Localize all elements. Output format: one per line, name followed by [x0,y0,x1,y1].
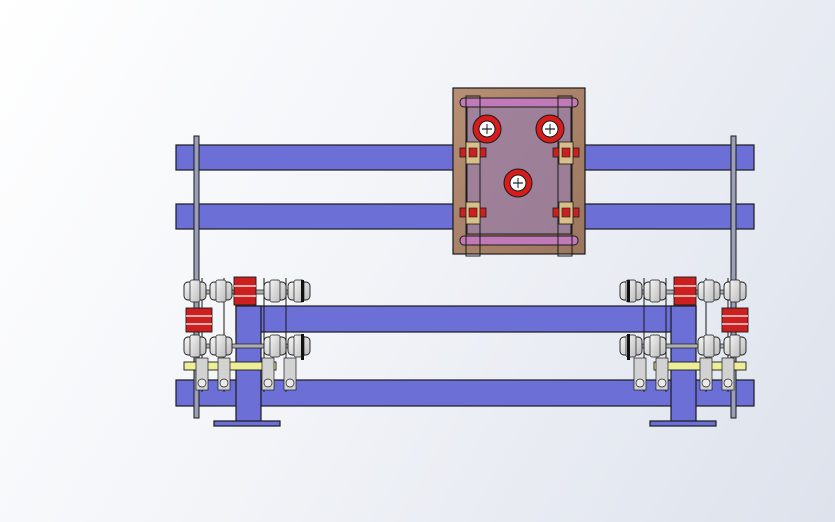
end-plates [193,135,737,419]
wheel [472,114,502,144]
guide-rod [557,95,573,257]
hex-bolt [263,334,287,358]
hex-bolt [183,279,207,303]
wheel [535,114,565,144]
hex-bolt [183,334,207,358]
clamp-bar [627,280,630,302]
roller-assembly-right[interactable] [619,276,749,392]
carriage-clamp-nuts [459,141,580,225]
guide-rod [465,95,481,257]
hex-bolt [723,334,747,358]
clamp-nut [459,201,487,225]
hex-bolt [287,334,311,358]
clamp-bar [301,280,304,302]
clamp-bar [627,334,630,360]
hex-bolt [209,279,233,303]
hex-bolt [697,279,721,303]
carriage-slot-bottom [459,235,579,246]
spacer-block-top [673,276,697,306]
spacer-block-side [721,307,749,333]
frame-crossbar [235,305,697,333]
hex-bolt [287,279,311,303]
hex-bolt [263,279,287,303]
roller-assembly-left[interactable] [183,276,311,392]
clamp-bar [301,334,304,360]
hex-bolt [697,334,721,358]
clamp-nut [459,141,487,165]
carriage-assembly[interactable] [452,87,586,257]
carriage-slot-top [459,97,579,108]
frame-foot-right [649,420,717,427]
carriage-wheels [472,114,565,198]
spacer-block-side [185,307,213,333]
carriage-guide-rods [465,95,573,257]
hex-bolt [209,334,233,358]
clamp-nut [552,201,580,225]
frame-foot-left [213,420,281,427]
wheel [503,168,533,198]
end-plate-left[interactable] [193,135,200,419]
spacer-block-top [233,276,257,306]
hex-bolt [723,279,747,303]
hex-bolt [643,279,667,303]
hex-bolt [643,334,667,358]
clamp-nut [552,141,580,165]
end-plate-right[interactable] [730,135,737,419]
hex-bolt [619,279,643,303]
hex-bolt [619,334,643,358]
